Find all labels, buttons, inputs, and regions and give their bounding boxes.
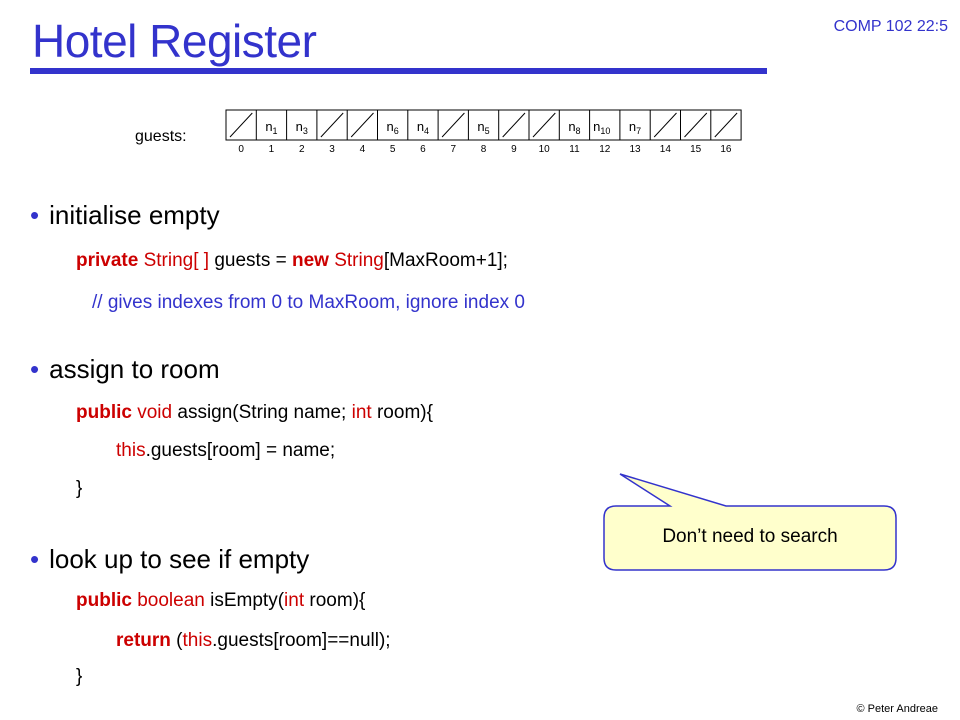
bullet-text: initialise empty [49,200,220,230]
array-cell-value: n3 [296,119,308,136]
array-cell-null-slash [441,112,465,138]
code-text: room){ [304,590,366,611]
array-cell-value: n7 [629,119,641,136]
code-comment: // gives indexes from 0 to MaxRoom, igno… [92,292,525,313]
array-cell-null-slash [714,112,738,138]
array-index-label: 4 [360,144,366,155]
type-int: int [351,402,372,423]
array-index-label: 2 [299,144,305,155]
code-text: room){ [371,402,433,423]
array-cell-null-slash [532,112,556,138]
code-line-assign-body: this.guests[room] = name; [116,440,335,462]
bullet-lookup: • look up to see if empty [30,544,309,575]
array-index-label: 0 [238,144,244,155]
array-index-label: 11 [569,144,580,155]
code-line-declaration: private String[ ] guests = new String[Ma… [76,250,508,272]
array-cell-null-slash [684,112,708,138]
bullet-dot: • [30,200,40,230]
array-cell-value: n5 [477,119,489,136]
array-cell-value: n4 [417,119,429,136]
array-outline [225,109,742,141]
array-cell-value: n6 [387,119,399,136]
guests-array-label: guests: [135,128,187,145]
code-text: ( [170,630,183,651]
bullet-initialise: • initialise empty [30,200,220,231]
type-int: int [284,590,305,611]
code-text: .guests[room] = name; [145,440,336,461]
bullet-text: assign to room [49,354,220,384]
array-index-label: 15 [690,144,702,155]
array-cell-value: n8 [568,119,580,136]
type-string-array: String[ ] [143,250,210,271]
code-text: [MaxRoom+1]; [383,250,508,271]
array-index-label: 3 [329,144,335,155]
page-title: Hotel Register [32,15,317,67]
code-text: .guests[room]==null); [212,630,391,651]
keyword-new: new [292,250,329,271]
code-line-assign-signature: public void assign(String name; int room… [76,402,433,424]
array-cell-null-slash [502,112,526,138]
code-line-return: return (this.guests[room]==null); [116,630,391,652]
array-cell-null-slash [350,112,374,138]
array-index-label: 10 [539,144,551,155]
callout-text: Don’t need to search [662,526,838,547]
course-label: COMP 102 22:5 [833,18,948,35]
type-string: String [334,250,384,271]
title-underline [30,68,767,74]
array-index-label: 5 [390,144,396,155]
array-index-label: 12 [599,144,611,155]
speech-bubble [603,473,897,571]
array-index-label: 13 [629,144,641,155]
code-text: assign(String name; [172,402,352,423]
array-index-label: 14 [660,144,672,155]
array-index-label: 6 [420,144,426,155]
keyword-this: this [116,440,146,461]
code-line-isempty-signature: public boolean isEmpty(int room){ [76,590,365,612]
bullet-dot: • [30,544,40,574]
code-line-close-brace: } [76,478,83,499]
code-text: guests = [209,250,292,271]
array-cell-null-slash [653,112,677,138]
code-line-close-brace: } [76,666,83,687]
keyword-public: public [76,590,132,611]
bullet-text: look up to see if empty [49,544,310,574]
array-index-label: 9 [511,144,517,155]
array-index-label: 16 [720,144,732,155]
keyword-return: return [116,630,171,651]
copyright: © Peter Andreae [856,703,939,715]
code-text: isEmpty( [204,590,285,611]
array-index-label: 8 [481,144,487,155]
keyword-private: private [76,250,139,271]
array-cell-value: n10 [593,119,610,136]
type-boolean: boolean [137,590,205,611]
bullet-dot: • [30,354,40,384]
bullet-assign: • assign to room [30,354,220,385]
type-void: void [137,402,173,423]
array-cell-null-slash [229,112,253,138]
array-index-label: 1 [269,144,275,155]
keyword-this: this [182,630,213,651]
array-cell-value: n1 [265,119,277,136]
guests-array-diagram: 0 n1 1 n3 2 3 4 n6 5 n4 6 7 n5 8 9 10 n8 11 n10 12 n7 13 14 15 1… [225,109,742,155]
keyword-public: public [76,402,132,423]
array-cell-null-slash [320,112,344,138]
array-index-label: 7 [450,144,456,155]
